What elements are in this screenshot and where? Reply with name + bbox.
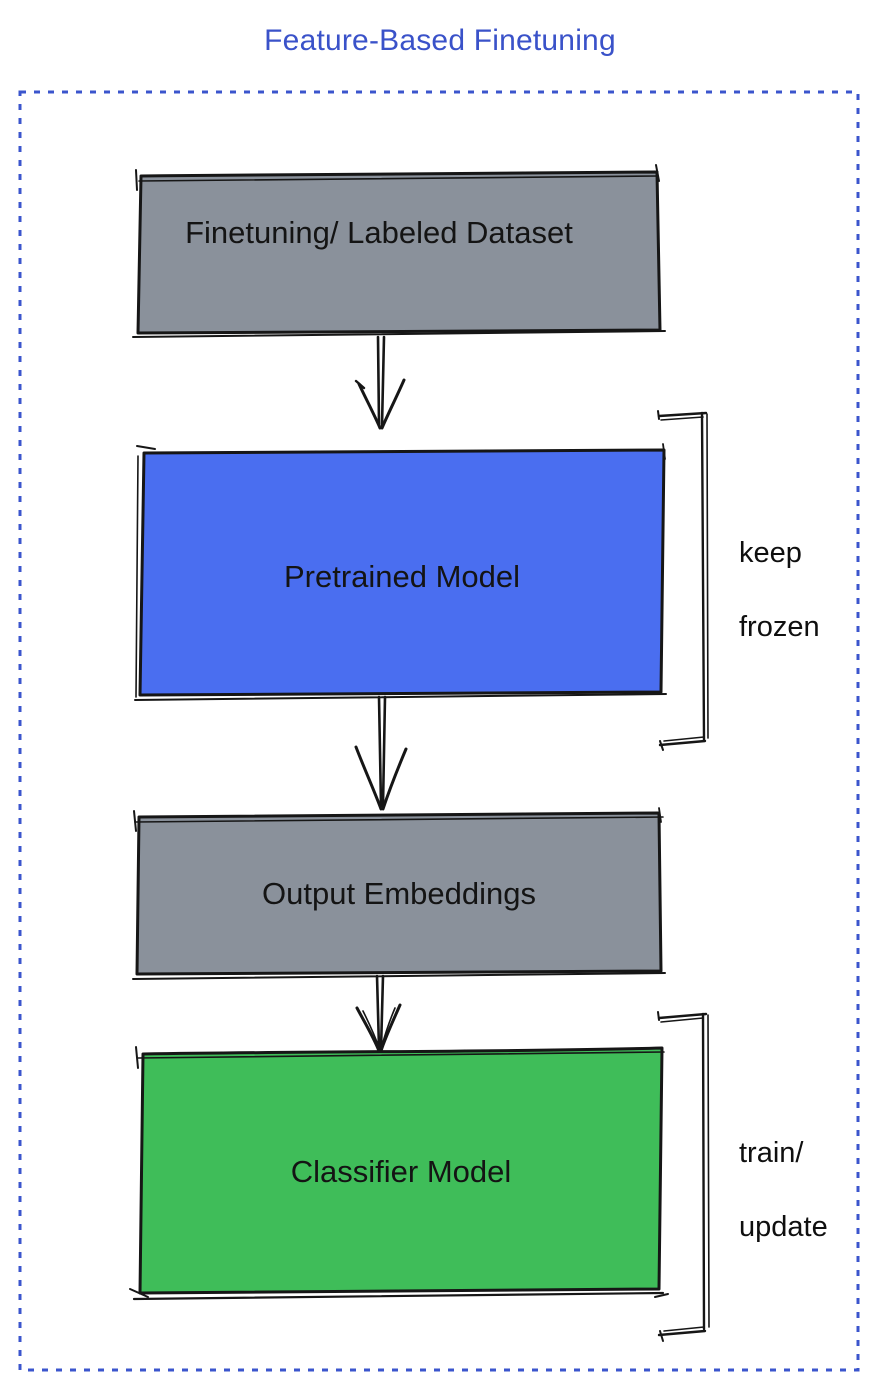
output-embeddings-fill (135, 811, 663, 976)
train-update-annotation: train/ update (739, 1098, 828, 1246)
sketch-accent (132, 330, 666, 338)
arrow-embeddings-to-classifier (355, 974, 402, 1053)
sketch-accent (658, 807, 662, 823)
sketch-accent (138, 175, 659, 182)
sketch-accent (135, 455, 139, 698)
output-embeddings-label: Output Embeddings (261, 876, 537, 911)
sketch-accent (135, 1046, 139, 1069)
keep-frozen-bracket (657, 410, 709, 751)
keep-frozen-line1: keep (739, 537, 802, 569)
sketch-accent (133, 810, 137, 832)
sketch-accent (655, 164, 660, 182)
sketch-accent (132, 972, 666, 980)
pretrained-model-box (134, 443, 667, 701)
output-embeddings-box (132, 807, 666, 980)
sketch-accent (137, 1051, 665, 1059)
classifier-model-fill (138, 1046, 664, 1295)
sketch-accent (135, 169, 138, 191)
arrow-dataset-to-pretrained (354, 335, 406, 430)
pretrained-model-label: Pretrained Model (283, 559, 521, 594)
keep-frozen-annotation: keep frozen (739, 498, 820, 646)
sketch-accent (134, 816, 664, 823)
pretrained-model-fill (138, 448, 666, 697)
finetuning-labeled-dataset-label: Finetuning/ Labeled Dataset (185, 215, 573, 250)
sketch-accent (134, 693, 667, 701)
finetuning-labeled-dataset-fill (136, 170, 662, 335)
sketch-accent (654, 1293, 669, 1298)
classifier-model-label: Classifier Model (290, 1154, 512, 1189)
train-update-line2: update (739, 1211, 828, 1243)
classifier-model-box (129, 1046, 669, 1301)
train-update-line1: train/ (739, 1137, 804, 1169)
dashed-container-border (18, 90, 860, 1372)
sketch-accent (129, 1288, 149, 1298)
sketch-accent (662, 443, 666, 460)
sketch-accent (136, 445, 156, 450)
arrow-pretrained-to-embeddings (354, 695, 408, 811)
sketch-accent (132, 1291, 665, 1301)
keep-frozen-line2: frozen (739, 611, 820, 643)
train-update-bracket (657, 1011, 710, 1342)
diagram-title: Feature-Based Finetuning (264, 24, 616, 57)
finetuning-labeled-dataset-box (132, 164, 666, 338)
